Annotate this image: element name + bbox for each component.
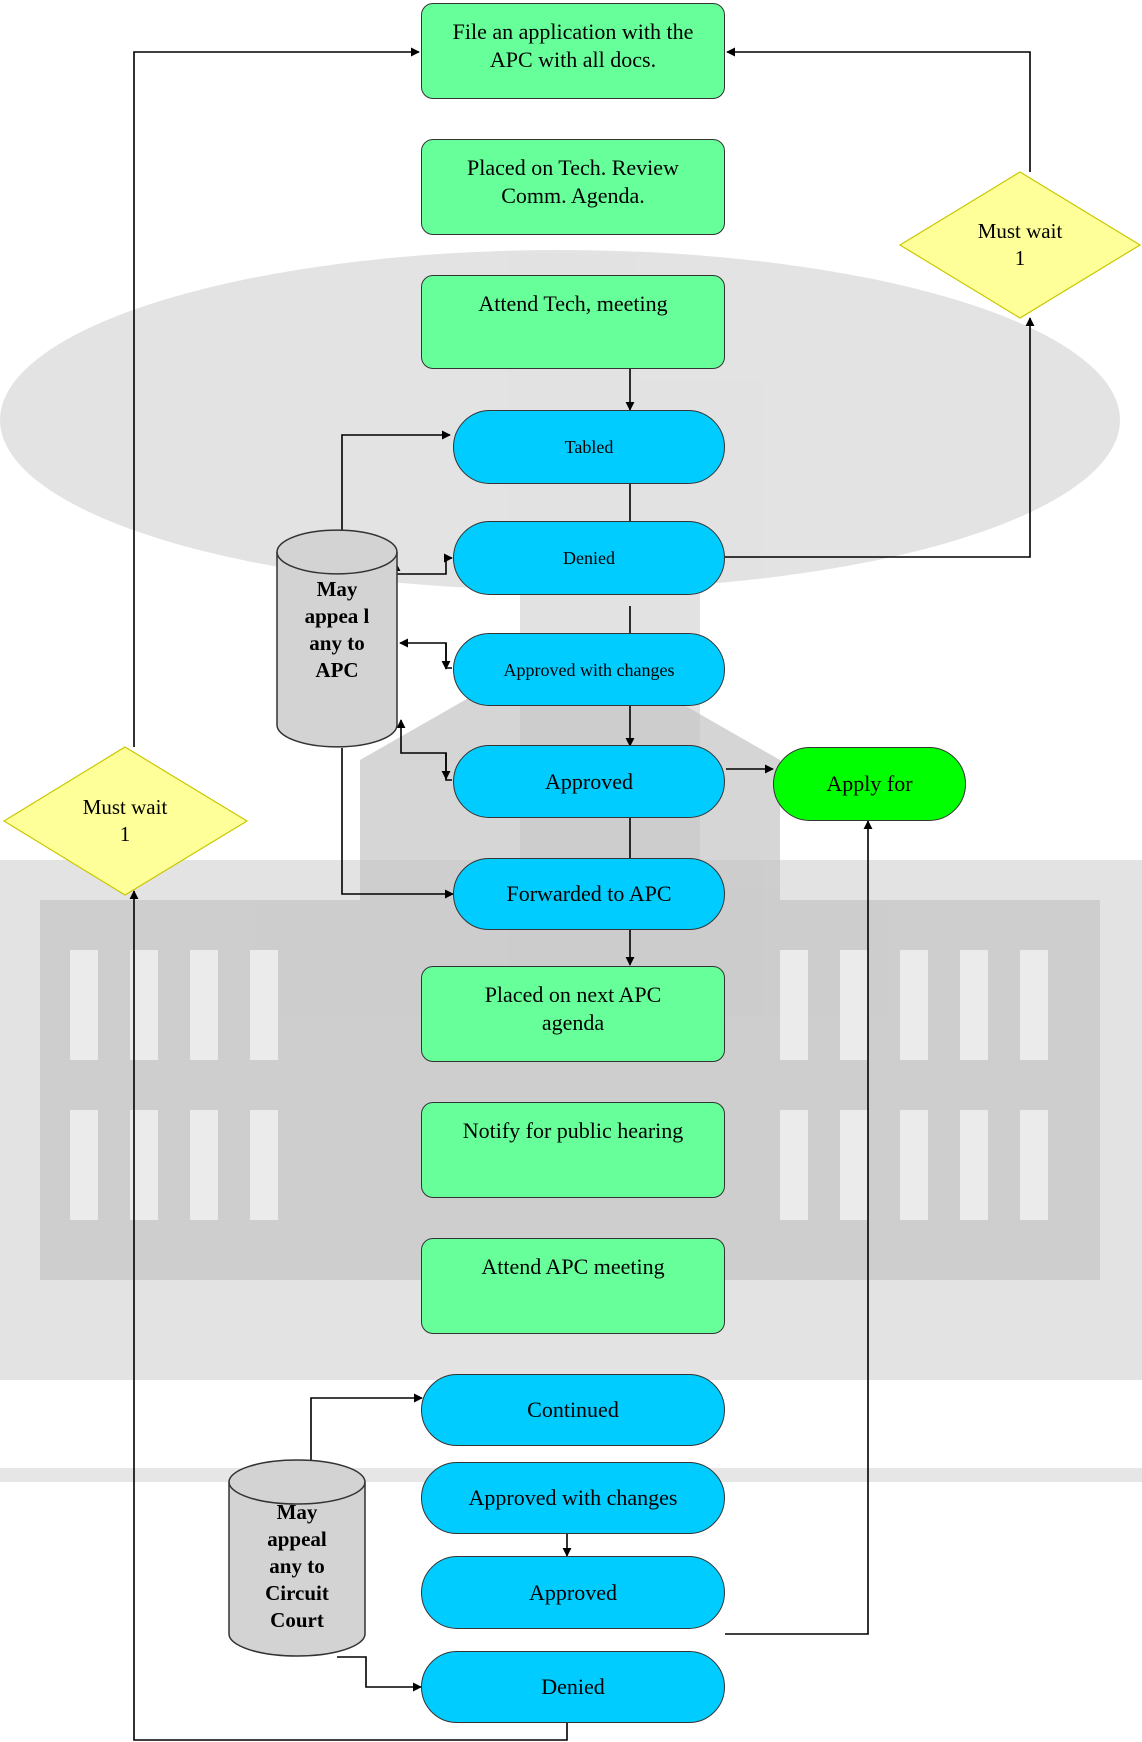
apply-for-permit-label: Apply for xyxy=(826,771,913,796)
wait-decision-left-label: Must wait 1 xyxy=(82,795,168,846)
appeal-to-court-cylinder xyxy=(228,1459,366,1657)
outcome-forwarded-apc-label: Forwarded to APC xyxy=(506,881,672,906)
outcome-approved-changes-tech: Approved with changes xyxy=(453,633,725,706)
step-next-apc-agenda-label: Placed on next APC agenda xyxy=(484,982,662,1035)
step-next-apc-agenda: Placed on next APC agenda xyxy=(421,966,725,1062)
outcome-denied-tech: Denied xyxy=(453,521,725,595)
apply-for-permit: Apply for xyxy=(773,747,966,821)
wait-decision-left xyxy=(2,746,249,896)
step-attend-apc-meeting-label: Attend APC meeting xyxy=(481,1254,665,1279)
outcome-approved-changes-tech-label: Approved with changes xyxy=(503,659,675,680)
wait-decision-right xyxy=(898,171,1142,319)
step-tech-review-agenda-label: Placed on Tech. Review Comm. Agenda. xyxy=(467,155,679,208)
outcome-tabled: Tabled xyxy=(453,410,725,484)
outcome-denied-apc-label: Denied xyxy=(541,1674,605,1699)
outcome-continued-label: Continued xyxy=(527,1397,619,1422)
outcome-approved-apc-label: Approved xyxy=(529,1579,617,1605)
outcome-approved-tech: Approved xyxy=(453,745,725,818)
outcome-continued: Continued xyxy=(421,1374,725,1446)
step-attend-apc-meeting: Attend APC meeting xyxy=(421,1238,725,1334)
outcome-approved-apc: Approved xyxy=(421,1556,725,1629)
appeal-to-apc-label: May appea l any to APC xyxy=(304,577,370,682)
appeal-to-apc-cylinder xyxy=(276,529,398,748)
outcome-forwarded-apc: Forwarded to APC xyxy=(453,858,725,930)
step-file-application: File an application with the APC with al… xyxy=(421,3,725,99)
step-notify-hearing: Notify for public hearing xyxy=(421,1102,725,1198)
step-notify-hearing-label: Notify for public hearing xyxy=(462,1118,684,1143)
outcome-denied-apc: Denied xyxy=(421,1651,725,1723)
outcome-tabled-label: Tabled xyxy=(564,437,614,457)
outcome-approved-changes-apc: Approved with changes xyxy=(421,1462,725,1534)
wait-decision-right-label: Must wait 1 xyxy=(977,219,1063,270)
outcome-approved-tech-label: Approved xyxy=(545,768,633,794)
outcome-denied-tech-label: Denied xyxy=(563,548,615,568)
step-attend-tech-meeting-label: Attend Tech, meeting xyxy=(478,291,668,316)
step-file-application-label: File an application with the APC with al… xyxy=(452,19,694,72)
appeal-to-court-label: May appeal any to Circuit Court xyxy=(265,1499,329,1632)
step-attend-tech-meeting: Attend Tech, meeting xyxy=(421,275,725,369)
outcome-approved-changes-apc-label: Approved with changes xyxy=(468,1485,678,1510)
step-tech-review-agenda: Placed on Tech. Review Comm. Agenda. xyxy=(421,139,725,235)
